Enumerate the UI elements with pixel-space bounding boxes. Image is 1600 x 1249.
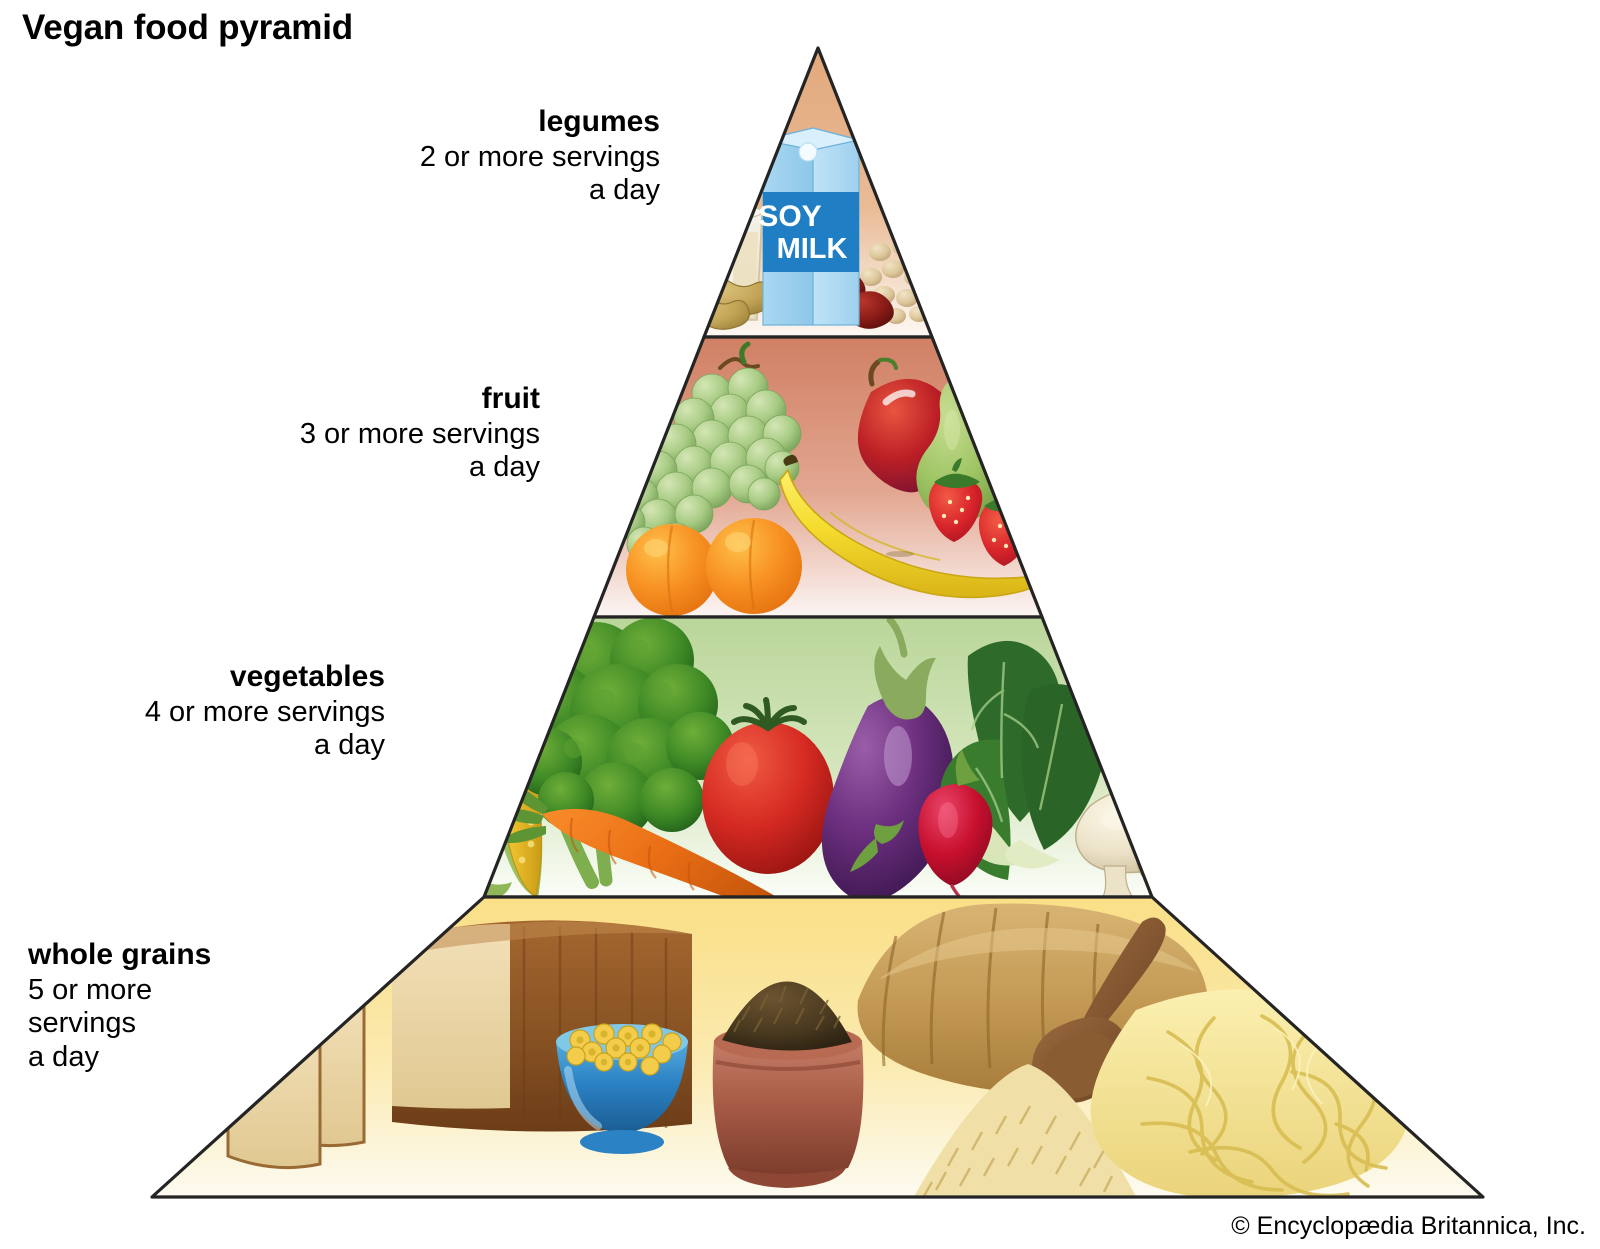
vegetables-food-art (484, 617, 1152, 897)
pyramid-tier-vegetables[interactable] (470, 615, 1220, 924)
cereal-bowl-icon (556, 1023, 688, 1154)
soy-milk-line2: MILK (777, 233, 848, 265)
tier-label-fruit-category: fruit (481, 382, 540, 415)
legumes-food-art: SOY MILK (704, 127, 932, 334)
tier-label-legumes-servings-line2: a day (589, 174, 660, 207)
tier-label-whole-grains: whole grains 5 or more servings a day (28, 938, 258, 1075)
pyramid-tier-fruit[interactable] (592, 335, 1064, 619)
tier-label-fruit: fruit 3 or more servings a day (140, 382, 540, 485)
page-title: Vegan food pyramid (22, 8, 353, 47)
tomato-icon (702, 697, 834, 874)
radish-icon (918, 750, 1036, 897)
tier-label-whole-grains-servings-line2: servings (28, 1007, 136, 1040)
tier-label-legumes-servings-line1: 2 or more servings (419, 140, 660, 173)
soy-milk-carton-icon: SOY MILK (758, 127, 860, 326)
tier-label-legumes: legumes 2 or more servings a day (280, 105, 660, 208)
soy-milk-line1: SOY (758, 200, 821, 233)
tier-label-vegetables: vegetables 4 or more servings a day (0, 660, 385, 763)
apricots-icon (626, 518, 802, 616)
tier-label-fruit-servings-line2: a day (469, 451, 540, 484)
tier-label-whole-grains-category: whole grains (28, 938, 212, 971)
pyramid-tier-whole-grains[interactable] (150, 895, 1485, 1200)
tier-label-legumes-category: legumes (538, 105, 660, 138)
noodles-icon (1090, 989, 1410, 1197)
pyramid-tier-legumes[interactable]: SOY MILK (670, 46, 949, 339)
tier-label-vegetables-servings-line2: a day (314, 729, 385, 762)
tier-label-fruit-servings-line1: 3 or more servings (299, 417, 540, 450)
tier-label-whole-grains-servings-line3: a day (28, 1041, 99, 1074)
eggplant-icon (821, 617, 954, 897)
copyright-credit: © Encyclopædia Britannica, Inc. (1231, 1212, 1586, 1240)
tier-label-vegetables-category: vegetables (229, 660, 385, 693)
wild-rice-pot-icon (712, 981, 864, 1188)
tier-label-vegetables-servings-line1: 4 or more servings (144, 695, 385, 728)
oat-grain-pile-icon (912, 1064, 1138, 1197)
tier-label-whole-grains-servings-line1: 5 or more (28, 973, 153, 1006)
